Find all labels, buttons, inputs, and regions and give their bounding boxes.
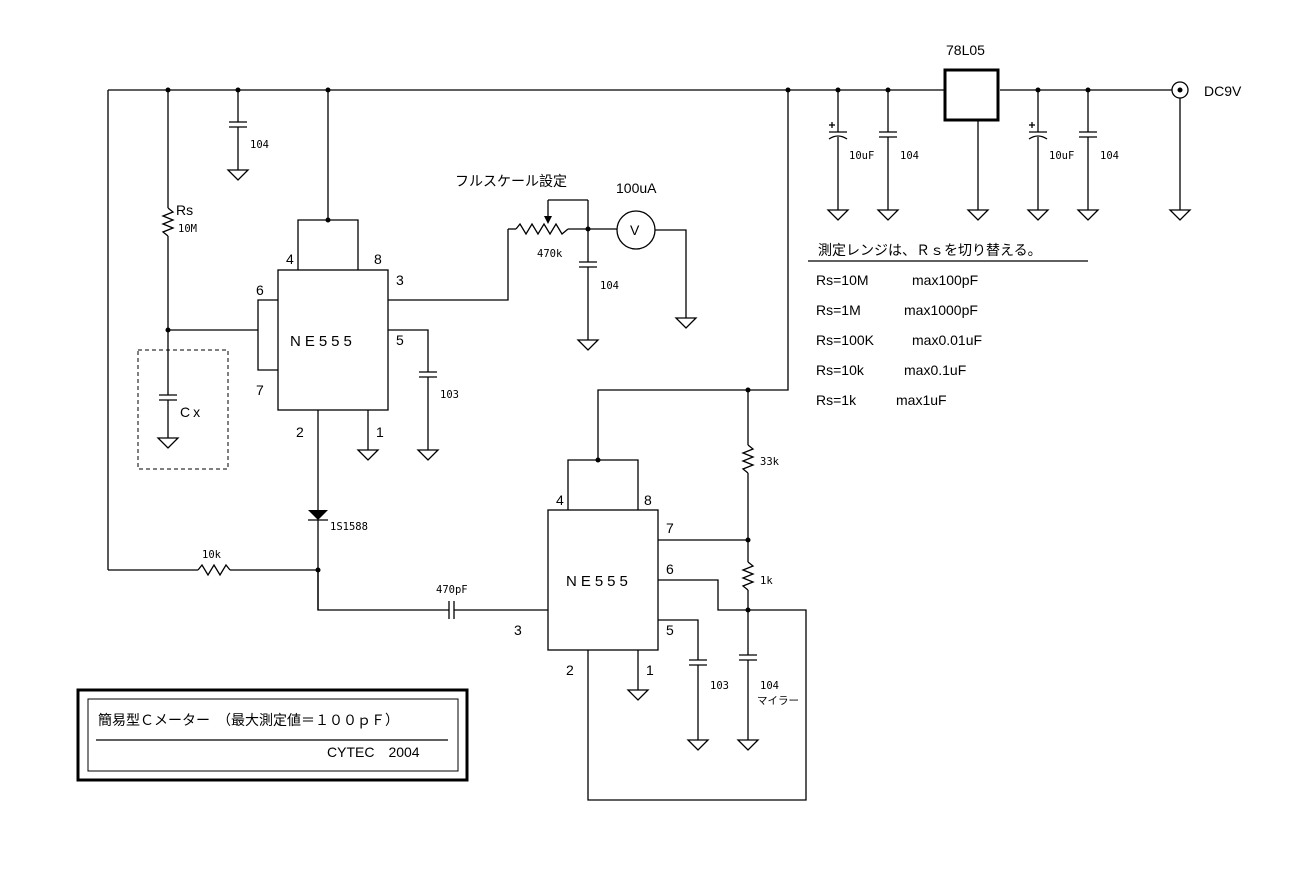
title-block-author: CYTEC 2004 [327, 744, 420, 760]
ic1-pin-6: 6 [256, 282, 264, 298]
cap-timing-value: 104 [760, 680, 779, 692]
ic2-name: NE555 [566, 573, 632, 590]
title-block-title: 簡易型Ｃメーター （最大測定値＝１００ｐＦ） [98, 713, 399, 729]
ic2-pin-8: 8 [644, 492, 652, 508]
cap-104-in-label: 104 [900, 150, 919, 162]
ic1-name: NE555 [290, 333, 356, 350]
regulator-label: 78L05 [946, 42, 985, 58]
cap-103-ic2-label: 103 [710, 680, 729, 692]
ic1-pin-8: 8 [374, 251, 382, 267]
range-row-5-rs: Rs=1k [816, 392, 857, 408]
cap-10uf-in-label: 10uF [849, 150, 874, 162]
ic2-pin-7: 7 [666, 520, 674, 536]
cap-104-out-label: 104 [1100, 150, 1119, 162]
cx-socket: Cx [137, 349, 229, 470]
ic2-pin-6: 6 [666, 561, 674, 577]
cap-timing-type: マイラー [757, 695, 799, 707]
resistor-10k-label: 10k [202, 549, 222, 561]
range-table: 測定レンジは、Ｒｓを切り替える。 Rs=10M max100pF Rs=1M m… [808, 243, 1088, 408]
range-row-3-rs: Rs=100K [816, 332, 875, 348]
ic2-pin-3: 3 [514, 622, 522, 638]
title-block: 簡易型Ｃメーター （最大測定値＝１００ｐＦ） CYTEC 2004 [76, 688, 469, 782]
cap-470pf-label: 470pF [436, 584, 468, 596]
ic1-pin-4: 4 [286, 251, 294, 267]
diode-label: 1S1588 [330, 521, 368, 533]
regulator-section: 10uF 104 78L05 10uF 104 DC9V [826, 42, 1242, 221]
ic1-pin-2: 2 [296, 424, 304, 440]
resistor-1k-label: 1k [760, 575, 773, 587]
range-row-3-max: max0.01uF [912, 332, 982, 348]
range-row-2-max: max1000pF [904, 302, 978, 318]
diode-section: 1S1588 10k 470pF [108, 510, 548, 619]
ic2-pin-5: 5 [666, 622, 674, 638]
meter-range-label: 100uA [616, 180, 657, 196]
full-scale-section: フルスケール設定 470k 104 V 100uA [455, 174, 698, 351]
pot-470k-label: 470k [537, 248, 563, 260]
ic2-pin-2: 2 [566, 662, 574, 678]
rs-value-label: 10M [178, 223, 197, 235]
cx-label: Cx [180, 404, 203, 420]
rs-name-label: Rs [176, 202, 193, 218]
resistor-rs: Rs 10M [161, 90, 258, 395]
cap-104-meter-label: 104 [600, 280, 619, 292]
range-row-4-max: max0.1uF [904, 362, 966, 378]
range-table-heading: 測定レンジは、Ｒｓを切り替える。 [818, 243, 1042, 259]
range-row-1-rs: Rs=10M [816, 272, 869, 288]
ic1-pin-7: 7 [256, 382, 264, 398]
supply-rail [107, 87, 1172, 570]
ic1-pin-1: 1 [376, 424, 384, 440]
ic1-pin-5: 5 [396, 332, 404, 348]
ic2-pin-1: 1 [646, 662, 654, 678]
full-scale-label: フルスケール設定 [455, 174, 567, 190]
regulator-body [943, 68, 1000, 122]
ic1-pin-3: 3 [396, 272, 404, 288]
ic2-ne555: NE555 4 8 33k 7 1k 6 2 104 マイラー 5 10 [514, 90, 807, 801]
meter-symbol: V [630, 222, 640, 238]
range-row-4-rs: Rs=10k [816, 362, 865, 378]
range-row-2-rs: Rs=1M [816, 302, 861, 318]
cap-104-top-left: 104 [226, 90, 269, 181]
ic2-pin-4: 4 [556, 492, 564, 508]
resistor-33k-label: 33k [760, 456, 780, 468]
ic1-ne555: NE555 4 8 6 7 3 5 103 1 2 [256, 90, 509, 510]
cap-104-top-left-label: 104 [250, 139, 269, 151]
range-row-5-max: max1uF [896, 392, 947, 408]
cap-103-ic1-label: 103 [440, 389, 459, 401]
dc9v-label: DC9V [1204, 83, 1242, 99]
range-row-1-max: max100pF [912, 272, 978, 288]
cap-10uf-out-label: 10uF [1049, 150, 1074, 162]
